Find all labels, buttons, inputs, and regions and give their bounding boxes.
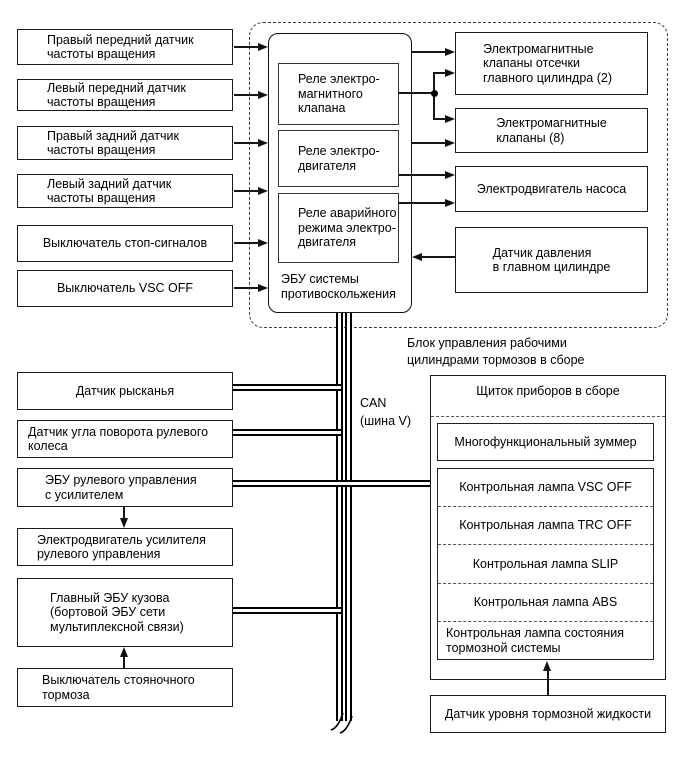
relay-box-solenoid: Реле электро- магнитного клапана: [278, 63, 399, 125]
sensor-box-steering-angle: Датчик угла поворота рулевого колеса: [17, 420, 233, 458]
lamp-row-vsc-off: Контрольная лампа VSC OFF: [459, 480, 632, 495]
sensor-box-master-cylinder-pressure: Датчик давления в главном цилиндре: [455, 227, 648, 293]
connector: [412, 142, 446, 144]
can-branch-yaw-sensor: [233, 384, 341, 391]
arrowhead: [119, 647, 128, 657]
arrowhead: [258, 283, 268, 292]
connector: [399, 174, 446, 176]
connector: [234, 190, 259, 192]
arrowhead: [258, 90, 268, 99]
arrowhead: [258, 42, 268, 51]
caption-brake-actuator: Блок управления рабочими цилиндрами торм…: [407, 336, 585, 367]
arrowhead: [412, 252, 422, 261]
relay-box-pump-motor: Реле электро- двигателя: [278, 130, 399, 187]
arrowhead: [445, 198, 455, 207]
connector: [421, 256, 455, 258]
instrument-panel-title: Щиток приборов в сборе: [476, 384, 620, 398]
can-bus-line-2: [345, 311, 352, 721]
can-branch-steering-angle: [233, 429, 341, 436]
connector: [412, 51, 446, 53]
arrowhead: [258, 186, 268, 195]
switch-box-vsc-off: Выключатель VSC OFF: [17, 270, 233, 307]
arrowhead: [445, 138, 455, 147]
warning-lamp-group-box: Контрольная лампа VSC OFF Контрольная ла…: [437, 468, 654, 660]
relay-box-motor-failsafe: Реле аварийного режима электро- двигател…: [278, 193, 399, 263]
skid-control-ecu-label: ЭБУ системы противоскольжения: [281, 272, 396, 301]
sensor-box-yaw-rate: Датчик рысканья: [17, 372, 233, 410]
sensor-box-wheel-speed-fl: Левый передний датчик частоты вращения: [17, 79, 233, 111]
sensor-box-wheel-speed-fr: Правый передний датчик частоты вращения: [17, 29, 233, 65]
connector: [234, 242, 259, 244]
motor-box-power-steering: Электродвигатель усилителя рулевого упра…: [17, 528, 233, 566]
connector: [234, 142, 259, 144]
lamp-row-brake-warning: Контрольная лампа состояния тормозной си…: [438, 621, 653, 659]
arrowhead: [119, 518, 128, 528]
arrowhead: [445, 68, 455, 77]
can-branch-power-steering-panel: [233, 480, 432, 487]
connector: [434, 118, 446, 120]
output-box-pump-motor: Электродвигатель насоса: [455, 166, 648, 212]
instrument-panel-box: Щиток приборов в сборе Многофункциональн…: [430, 375, 666, 680]
arrowhead: [445, 170, 455, 179]
sensor-box-brake-fluid-level: Датчик уровня тормозной жидкости: [430, 695, 666, 733]
ecu-box-power-steering: ЭБУ рулевого управления с усилителем: [17, 468, 233, 507]
lamp-row-trc-off: Контрольная лампа TRC OFF: [438, 506, 653, 544]
arrowhead: [258, 238, 268, 247]
arrowhead: [258, 138, 268, 147]
bus-break-marks: [330, 712, 353, 734]
lamp-row-slip: Контрольная лампа SLIP: [438, 544, 653, 583]
sensor-box-wheel-speed-rl: Левый задний датчик частоты вращения: [17, 174, 233, 208]
connector: [399, 92, 435, 94]
arrowhead: [445, 47, 455, 56]
output-box-solenoids-8: Электромагнитные клапаны (8): [455, 108, 648, 153]
switch-box-stop-lamp: Выключатель стоп-сигналов: [17, 225, 233, 262]
connector: [234, 46, 259, 48]
connector: [123, 656, 125, 668]
sensor-box-wheel-speed-rr: Правый задний датчик частоты вращения: [17, 126, 233, 160]
junction-dot: [430, 89, 438, 97]
can-branch-main-body-ecu: [233, 607, 341, 614]
connector: [234, 287, 259, 289]
connector: [399, 202, 446, 204]
connector: [234, 94, 259, 96]
brake-actuator-dashed-boundary: [249, 22, 668, 328]
switch-box-parking-brake: Выключатель стояночного тормоза: [17, 668, 233, 707]
can-bus-label: CAN (шина V): [360, 396, 412, 428]
connector: [546, 670, 549, 695]
can-bus-line-1: [336, 311, 343, 721]
arrowhead: [445, 114, 455, 123]
lamp-row-abs: Контрольная лампа ABS: [438, 583, 653, 621]
output-box-master-cut-solenoids: Электромагнитные клапаны отсечки главног…: [455, 32, 648, 95]
connector: [123, 507, 125, 519]
connector: [434, 72, 446, 74]
ecu-box-main-body: Главный ЭБУ кузова (бортовой ЭБУ сети му…: [17, 578, 233, 647]
panel-dashed-separator: [431, 416, 665, 417]
arrowhead: [543, 661, 551, 671]
buzzer-box: Многофункциональный зуммер: [437, 423, 654, 461]
